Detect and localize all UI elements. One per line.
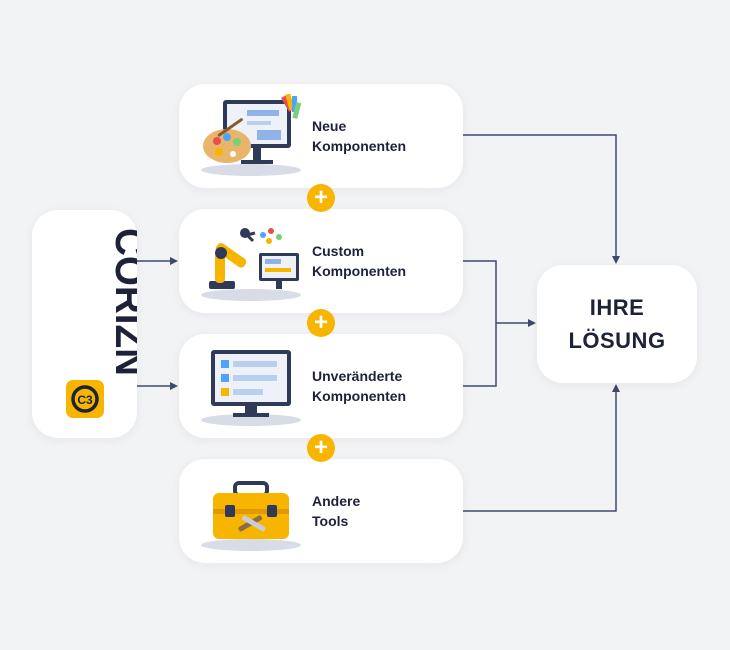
result-line-1: IHRE [589,295,645,320]
component-label: Neue Komponenten [312,118,407,154]
component-card-tools: Andere Tools [179,459,463,563]
brand-wordmark: CORIZN [107,228,137,376]
component-label: Custom Komponenten [312,243,407,279]
monitor-icon [201,350,301,426]
plus-icon: + [307,184,335,212]
robot-arm-icon [201,228,301,301]
component-label: Andere Tools [312,493,361,529]
result-line-2: LÖSUNG [568,328,666,353]
corizn-card: CORIZN C3 [32,210,154,438]
arrow-neue-to-result [463,134,620,264]
svg-text:C3: C3 [77,393,93,407]
result-card: IHRE LÖSUNG [537,265,697,383]
component-card-custom: Custom Komponenten [179,209,463,313]
component-card-neue: Neue Komponenten [179,84,463,188]
toolbox-icon [201,481,301,551]
arrow-tools-to-result [463,384,620,512]
plus-icon: + [307,434,335,462]
palette-monitor-icon [201,94,302,176]
line-custom-merge [463,260,497,387]
corizn-logo: CORIZN C3 [66,228,154,418]
c3-badge-icon: C3 [66,380,104,418]
component-card-unveraendert: Unveränderte Komponenten [179,334,463,438]
plus-icon: + [307,309,335,337]
component-label: Unveränderte Komponenten [312,368,407,404]
